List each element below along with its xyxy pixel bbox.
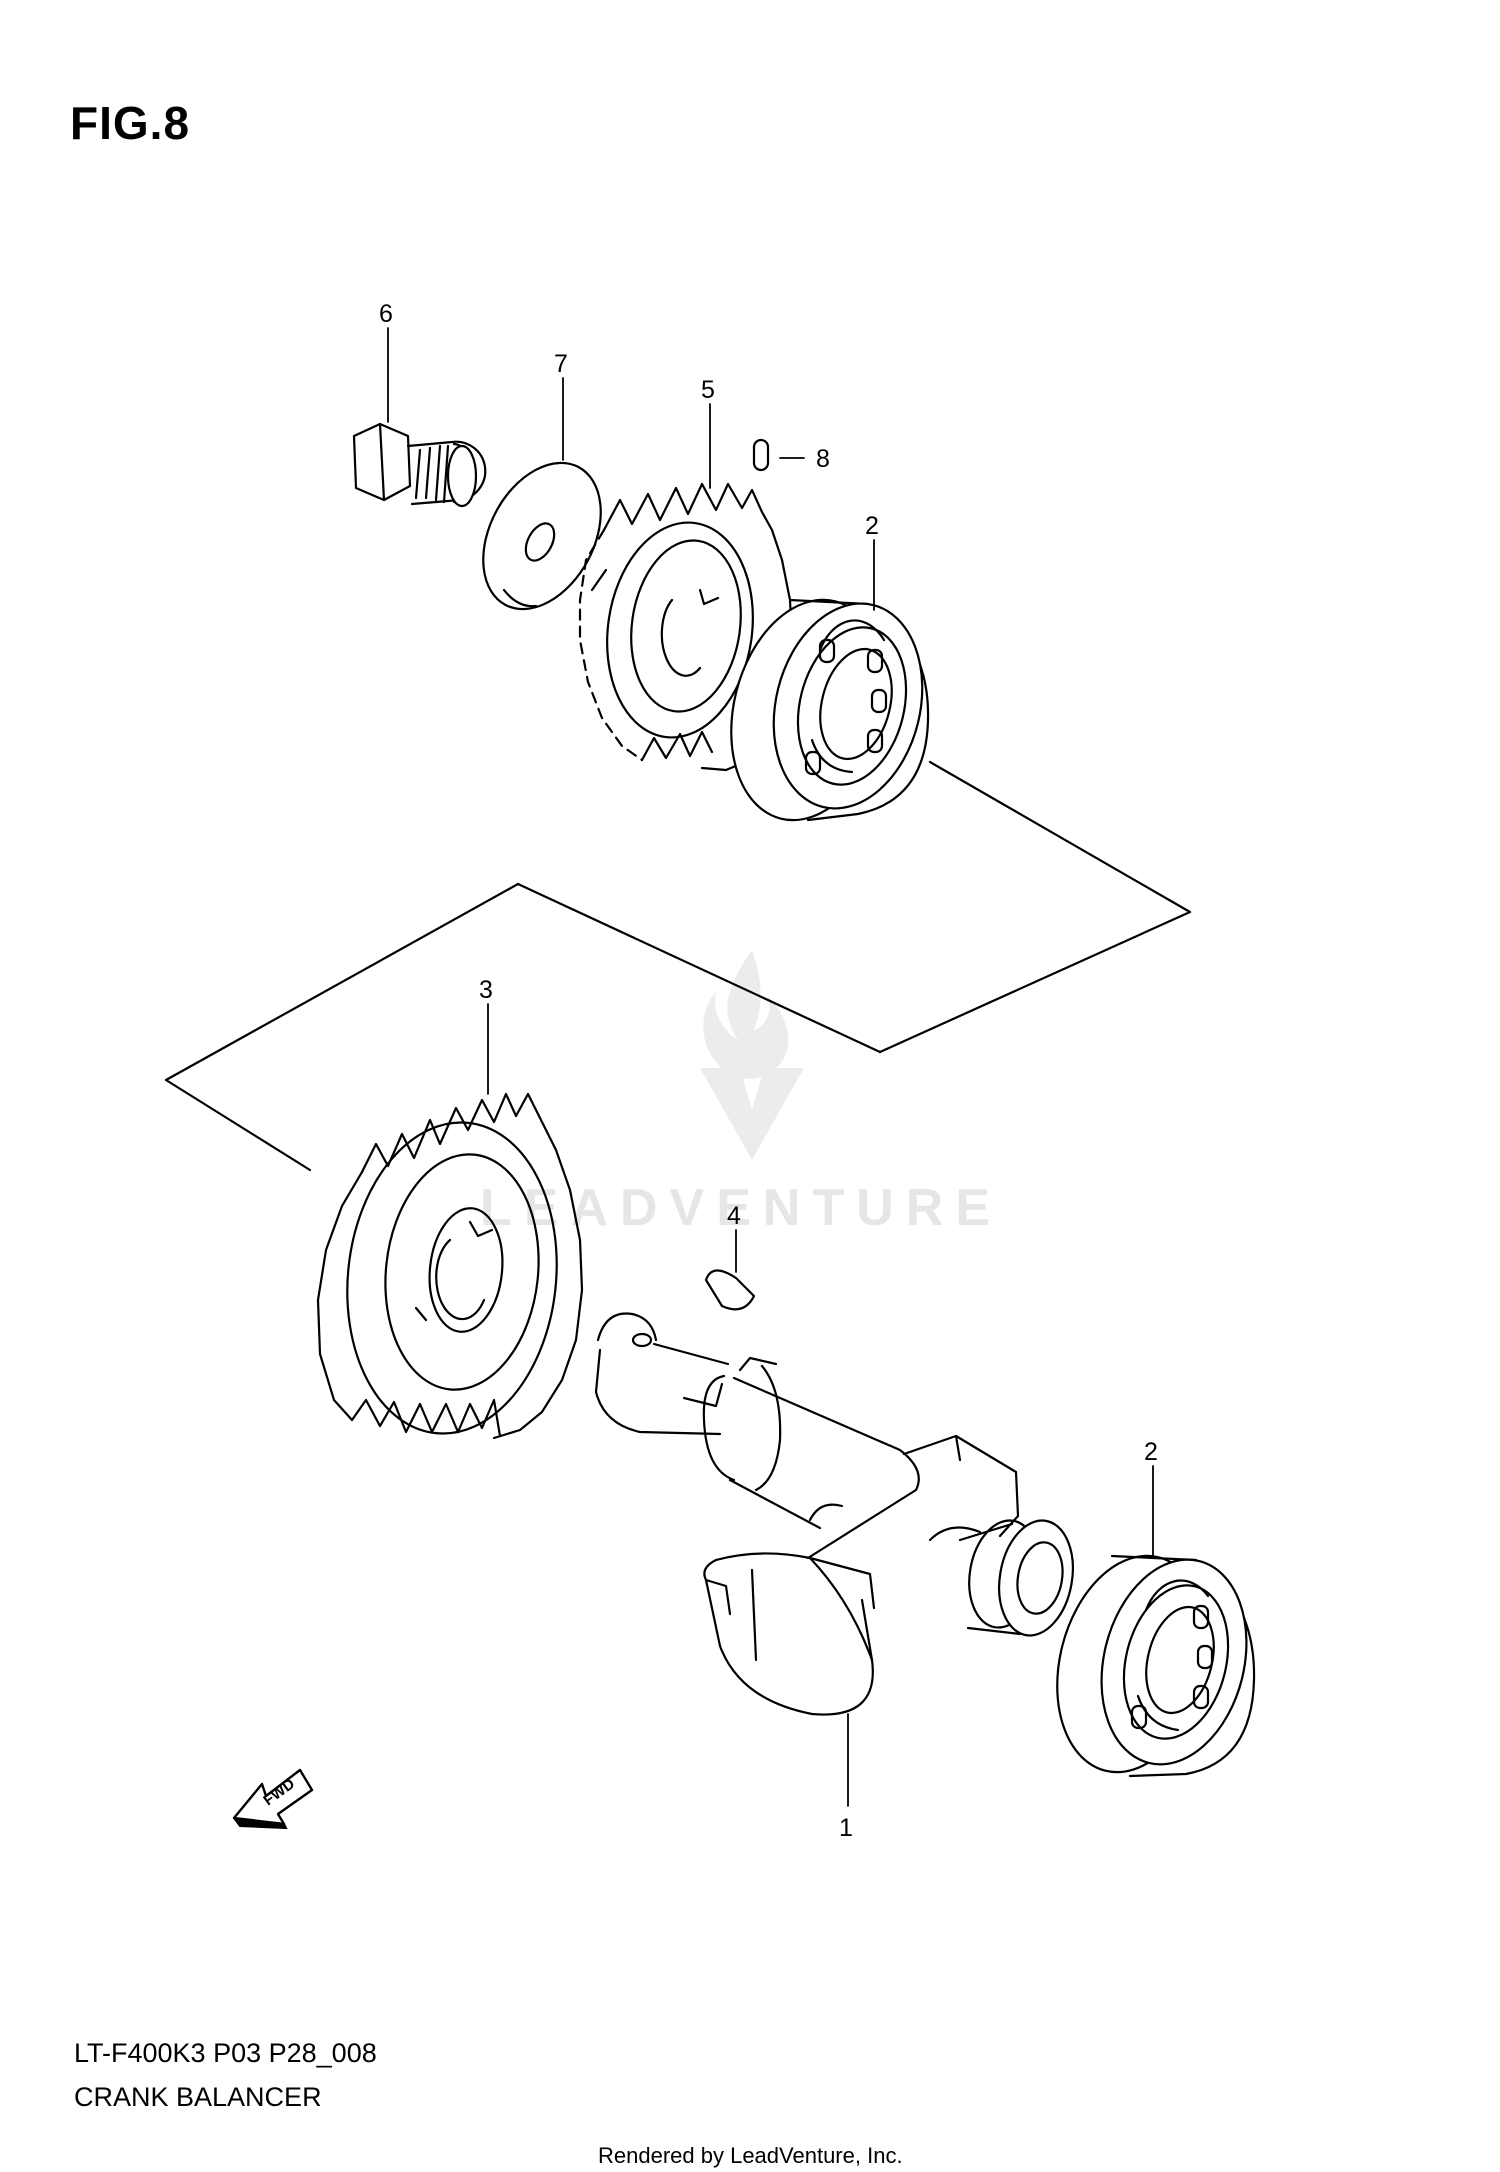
callout-2-lower: 2 [1144, 1438, 1158, 1466]
callout-1: 1 [839, 1814, 853, 1842]
washer-part [482, 461, 602, 611]
leader-lines [387, 327, 1154, 1807]
callout-4: 4 [727, 1202, 741, 1230]
lower-bearing-part [1056, 1554, 1256, 1778]
callout-7: 7 [554, 350, 568, 378]
forward-arrow-icon: FWD [232, 1768, 314, 1830]
callout-8: 8 [816, 445, 830, 473]
pin-part [752, 438, 770, 472]
bolt-part [352, 422, 487, 508]
callout-3: 3 [479, 976, 493, 1004]
crank-balancer-part [594, 1312, 1074, 1716]
callout-5: 5 [701, 376, 715, 404]
driven-gear-part [316, 1092, 584, 1440]
callout-2-upper: 2 [865, 512, 879, 540]
upper-bearing-part [730, 598, 930, 822]
rendered-by-credit: Rendered by LeadVenture, Inc. [598, 2143, 903, 2168]
callout-6: 6 [379, 300, 393, 328]
assembly-reference-lines [164, 760, 1192, 1172]
model-code: LT-F400K3 P03 P28_008 [74, 2038, 377, 2068]
figure-name: CRANK BALANCER [74, 2082, 322, 2112]
watermark-text: LEADVENTURE [480, 1179, 1003, 1237]
drive-gear-part [578, 482, 794, 772]
key-part [704, 1269, 756, 1311]
figure-title: FIG.8 [70, 97, 191, 149]
